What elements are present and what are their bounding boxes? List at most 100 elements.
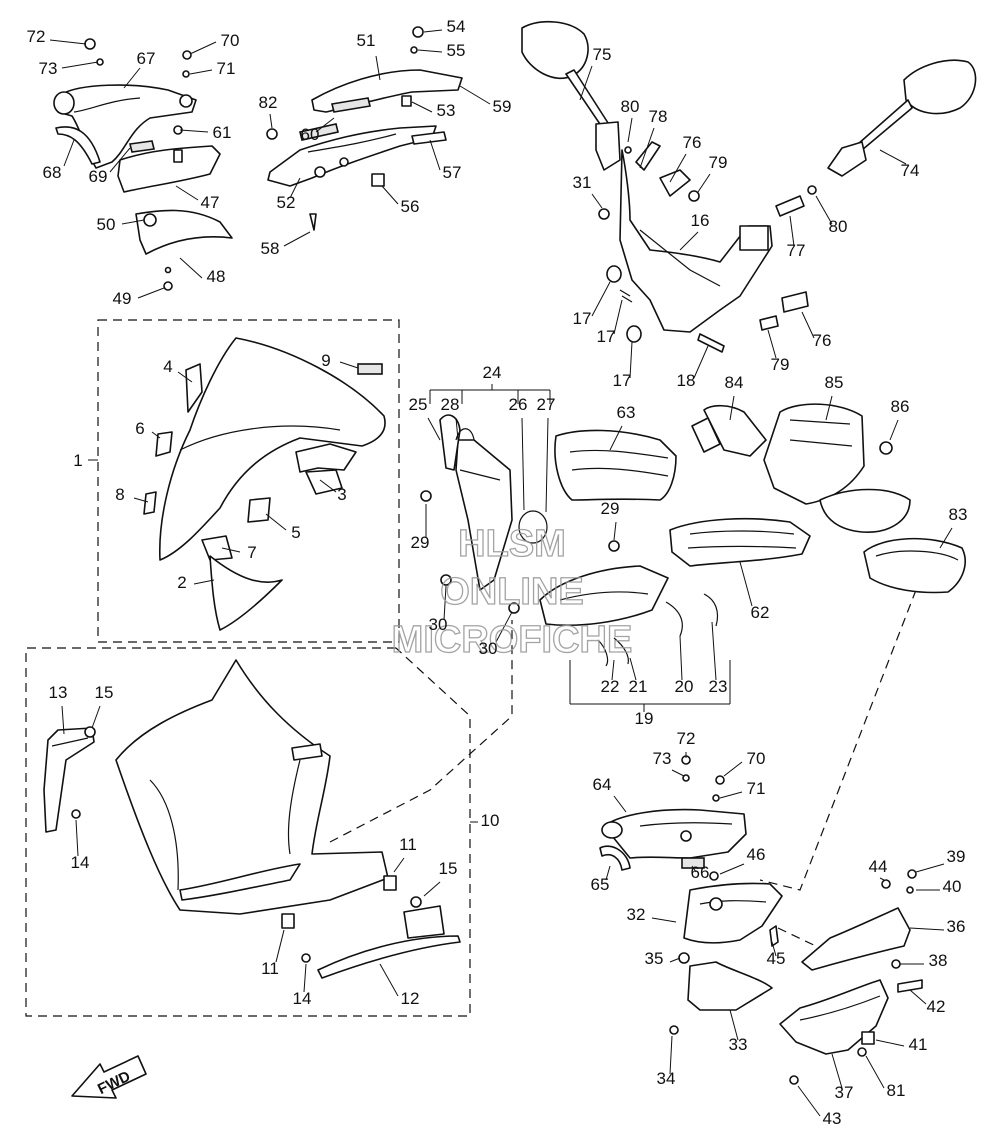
leader-line-82 — [269, 113, 273, 129]
link-panel-36 — [777, 927, 821, 949]
meter-panel-assembly — [266, 26, 463, 231]
callout-60: 60 — [301, 125, 320, 144]
callout-20: 20 — [675, 677, 694, 696]
windshield-assembly — [143, 337, 386, 631]
leader-line-77 — [789, 215, 795, 247]
leader-line-54 — [423, 29, 443, 33]
callout-83: 83 — [949, 505, 968, 524]
fwd-arrow-badge: FWD — [71, 1055, 147, 1099]
leader-line-14 — [303, 963, 307, 993]
callout-67: 67 — [137, 49, 156, 68]
leader-line-18 — [693, 345, 709, 379]
leader-line-14 — [75, 819, 79, 857]
leader-line-9 — [339, 361, 359, 369]
callout-51: 51 — [357, 31, 376, 50]
callout-62: 62 — [751, 603, 770, 622]
callout-14: 14 — [293, 989, 312, 1008]
callout-45: 45 — [767, 949, 786, 968]
callout-12: 12 — [401, 989, 420, 1008]
callout-11: 11 — [261, 959, 279, 978]
leader-line-63 — [609, 425, 623, 451]
callout-21: 21 — [629, 677, 648, 696]
callout-2: 2 — [177, 573, 186, 592]
leader-line-11 — [275, 929, 285, 963]
callout-71: 71 — [747, 779, 766, 798]
callout-8: 8 — [115, 485, 124, 504]
leader-line-48 — [179, 257, 203, 279]
leader-line-58 — [283, 231, 311, 247]
callout-48: 48 — [207, 267, 226, 286]
leader-line-74 — [879, 149, 907, 165]
callout-1: 1 — [73, 451, 82, 470]
leader-line-72 — [49, 39, 87, 45]
callout-38: 38 — [929, 951, 948, 970]
leader-line-4 — [177, 371, 193, 383]
leader-line-80 — [627, 117, 633, 143]
callout-3: 3 — [337, 485, 346, 504]
callout-30: 30 — [479, 639, 498, 658]
callout-40: 40 — [943, 877, 962, 896]
callout-17: 17 — [573, 309, 592, 328]
link-cowl-to-bracket — [329, 620, 513, 843]
callout-22: 22 — [601, 677, 620, 696]
callout-84: 84 — [725, 373, 744, 392]
callout-42: 42 — [927, 997, 946, 1016]
leader-line-50 — [121, 219, 145, 225]
leader-line-17 — [613, 299, 623, 335]
callout-73: 73 — [39, 59, 58, 78]
callout-82: 82 — [259, 93, 278, 112]
watermark-line-2: ONLINE — [440, 571, 584, 613]
callout-86: 86 — [891, 397, 910, 416]
leader-line-59 — [459, 85, 491, 105]
leader-line-71 — [719, 791, 743, 799]
leader-line-20 — [679, 635, 683, 681]
leader-line-55 — [417, 49, 443, 53]
callout-33: 33 — [729, 1035, 748, 1054]
callout-44: 44 — [869, 857, 888, 876]
leader-line-47 — [175, 185, 199, 201]
leader-line-30 — [443, 585, 447, 621]
leader-line-5 — [265, 513, 287, 531]
callout-78: 78 — [649, 107, 668, 126]
link-duct-to-panel — [759, 589, 917, 891]
callout-57: 57 — [443, 163, 462, 182]
leader-line-57 — [429, 139, 441, 171]
callout-70: 70 — [221, 31, 240, 50]
leader-line-52 — [289, 177, 301, 199]
leader-line-28 — [455, 417, 459, 441]
callout-10: 10 — [481, 811, 500, 830]
leader-line-61 — [179, 129, 209, 133]
leader-line-6 — [151, 431, 161, 439]
callout-76: 76 — [813, 331, 832, 350]
leader-line-13 — [61, 705, 65, 735]
callout-18: 18 — [677, 371, 696, 390]
leader-line-22 — [611, 659, 615, 681]
callout-11: 11 — [399, 835, 417, 854]
callout-25: 25 — [409, 395, 428, 414]
callout-15: 15 — [439, 859, 458, 878]
leader-line-78 — [639, 127, 655, 169]
leader-line-73 — [671, 769, 685, 777]
leader-line-56 — [381, 185, 399, 205]
callout-4: 4 — [163, 357, 172, 376]
callout-80: 80 — [621, 97, 640, 116]
leader-line-33 — [729, 1009, 739, 1041]
leader-line-85 — [825, 395, 833, 421]
callout-26: 26 — [509, 395, 528, 414]
leader-line-34 — [669, 1035, 673, 1075]
callout-85: 85 — [825, 373, 844, 392]
callout-16: 16 — [691, 211, 710, 230]
air-duct-assembly — [554, 403, 966, 594]
callout-64: 64 — [593, 775, 612, 794]
leader-line-64 — [613, 795, 627, 813]
leader-line-15 — [423, 881, 441, 897]
leader-line-79 — [767, 329, 777, 359]
leader-line-27 — [545, 417, 549, 513]
leader-line-35 — [669, 957, 681, 963]
callout-54: 54 — [447, 17, 466, 36]
leader-line-17 — [591, 281, 611, 317]
leader-line-26 — [521, 417, 525, 511]
callout-28: 28 — [441, 395, 460, 414]
